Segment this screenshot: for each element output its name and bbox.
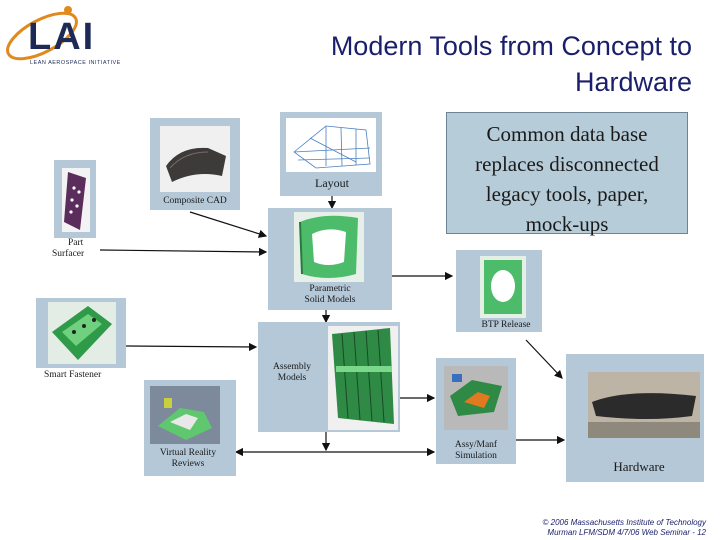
- title-line-1: Modern Tools from Concept to: [330, 31, 692, 61]
- assembly-box: Assembly Models: [258, 322, 400, 432]
- logo-tagline: LEAN AEROSPACE INITIATIVE: [30, 60, 121, 66]
- assy-sim-box: Assy/Manf Simulation: [436, 358, 516, 464]
- assembly-image: [328, 326, 398, 430]
- vr-scene-icon: [150, 386, 220, 444]
- parametric-line-1: Parametric: [309, 284, 351, 294]
- part-surfacer-box: [54, 160, 96, 238]
- vr-reviews-line-2: Reviews: [171, 459, 205, 469]
- logo-wordmark: LAI: [28, 16, 96, 58]
- logo-swoosh-icon: [6, 6, 78, 61]
- callout-line-2: replaces disconnected: [475, 152, 659, 176]
- arrow-btp-to-hardware: [525, 339, 563, 379]
- assembly-label: Assembly Models: [258, 362, 326, 384]
- frame-part-icon: [484, 260, 522, 314]
- vr-reviews-line-1: Virtual Reality: [159, 448, 217, 458]
- parametric-label: Parametric Solid Models: [268, 284, 392, 306]
- part-surfacer-line-2: Surfacer: [52, 249, 85, 259]
- assembly-line-2: Models: [277, 373, 307, 383]
- assy-sim-line-1: Assy/Manf: [454, 440, 498, 450]
- fastener-model-icon: [52, 306, 112, 360]
- arrow-smart-to-assembly: [125, 342, 258, 352]
- smart-fastener-box: [36, 298, 126, 368]
- vr-reviews-box: Virtual Reality Reviews: [144, 380, 236, 476]
- arrow-composite-to-parametric: [189, 211, 268, 238]
- title-line-2: Hardware: [574, 67, 692, 97]
- hardware-image: [588, 372, 700, 438]
- vr-reviews-image: [150, 386, 220, 444]
- assy-sim-line-2: Simulation: [455, 451, 497, 461]
- assy-sim-label: Assy/Manf Simulation: [436, 440, 516, 462]
- composite-cad-image: [160, 126, 230, 192]
- panel-part-icon: [64, 172, 86, 230]
- wireframe-layout-icon: [293, 125, 371, 169]
- composite-cad-box: Composite CAD: [150, 118, 240, 210]
- btp-release-box: BTP Release: [456, 250, 542, 332]
- footer-copyright: © 2006 Massachusetts Institute of Techno…: [542, 518, 706, 527]
- parametric-image: [294, 212, 364, 282]
- solid-model-icon: [299, 215, 358, 278]
- footer-seminar: Murman LFM/SDM 4/7/06 Web Seminar - 12: [547, 528, 706, 537]
- hardware-label: Hardware: [613, 459, 665, 474]
- hardware-box: Hardware: [566, 354, 704, 482]
- composite-cad-label: Composite CAD: [163, 196, 227, 206]
- composite-part-icon: [166, 147, 226, 182]
- callout-line-4: mock-ups: [525, 212, 609, 236]
- btp-release-image: [480, 256, 526, 318]
- callout-line-3: legacy tools, paper,: [485, 182, 649, 206]
- btp-release-label: BTP Release: [481, 320, 531, 330]
- layout-box: Layout: [280, 112, 382, 196]
- smart-fastener-label: Smart Fastener: [44, 370, 102, 380]
- parametric-line-2: Solid Models: [304, 295, 356, 305]
- part-surfacer-line-1: Part: [68, 238, 84, 248]
- vr-reviews-label: Virtual Reality Reviews: [144, 448, 232, 470]
- lai-logo: LAI LEAN AEROSPACE INITIATIVE: [0, 0, 140, 72]
- simulation-scene-icon: [444, 366, 508, 430]
- part-surfacer-image: [62, 168, 90, 232]
- parametric-box: Parametric Solid Models: [268, 208, 392, 310]
- page-title: Modern Tools from Concept to Hardware: [222, 28, 692, 100]
- assy-sim-image: [444, 366, 508, 430]
- assembly-line-1: Assembly: [273, 362, 311, 372]
- callout-box: Common data base replaces disconnected l…: [446, 112, 688, 236]
- callout-line-1: Common data base: [486, 122, 648, 146]
- layout-image: [286, 118, 376, 172]
- arrow-surfacer-to-parametric: [99, 247, 268, 257]
- aircraft-hardware-icon: [588, 372, 700, 438]
- layout-label: Layout: [315, 176, 349, 190]
- smart-fastener-image: [48, 302, 116, 364]
- part-surfacer-label: Part Surfacer: [52, 238, 100, 260]
- assembly-model-icon: [332, 328, 394, 424]
